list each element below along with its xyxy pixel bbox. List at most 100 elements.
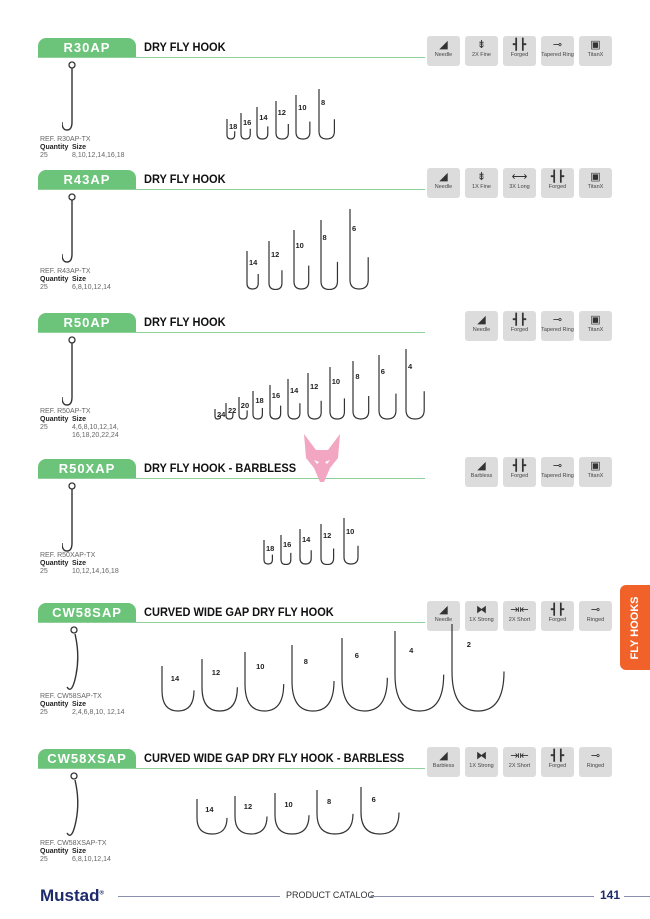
feature-1x-fine: ⇟1X Fine [465, 168, 498, 198]
hook-shape [360, 787, 400, 835]
hook-shape [451, 624, 505, 712]
size-label: Size [72, 560, 87, 567]
hook-shape [256, 107, 269, 140]
hook-size-label: 4 [409, 645, 414, 655]
strong-icon: ⧓ [476, 604, 487, 616]
hook-size-12: 12 [233, 794, 269, 835]
feature-titanx: ▣TitanX [579, 457, 612, 487]
hook-size-2: 2 [450, 622, 506, 712]
reference-code: REF. R43AP-TX [40, 268, 91, 275]
needle-icon: ◢ [439, 39, 448, 51]
header-underline [38, 332, 425, 333]
hook-size-label: 6 [380, 367, 385, 377]
page-number: 141 [600, 888, 621, 902]
fly-hooks-side-tab[interactable]: FLY HOOKS [620, 585, 650, 670]
feature-icons: ◢Needle⇟2X Fine┫┣Forged⊸Tapered Ring▣Tit… [427, 36, 612, 66]
hook-shape [318, 89, 335, 140]
feature-barbless: ◢Barbless [427, 747, 460, 777]
hook-size-14: 14 [255, 106, 270, 140]
quantity-label: Quantity [40, 701, 69, 708]
hook-size-label: 4 [407, 362, 413, 372]
tapered-ring-icon: ⊸ [552, 39, 563, 51]
hook-shape [292, 230, 309, 290]
hook-size-6: 6 [348, 208, 374, 290]
sizes-value: 6,8,10,12,14 [72, 856, 111, 863]
hook-size-18: 18 [262, 539, 274, 565]
product-title: DRY FLY HOOK [144, 40, 226, 54]
feature-3x-long: ⟷3X Long [503, 168, 536, 198]
feature-needle: ◢Needle [427, 168, 460, 198]
product-code-tab: R50XAP [38, 459, 136, 478]
hook-size-label: 18 [255, 396, 264, 405]
hook-main-image [62, 193, 76, 263]
barbless-icon: ◢ [439, 750, 448, 762]
hook-shape [269, 385, 282, 420]
feature-forged: ┫┣Forged [541, 168, 574, 198]
mustad-logo: Mustad® [40, 886, 104, 905]
hook-size-label: 12 [309, 381, 319, 391]
hook-size-label: 16 [283, 539, 292, 549]
hook-main-image [62, 336, 76, 406]
hook-size-10: 10 [294, 94, 314, 140]
hook-size-label: 8 [327, 797, 332, 807]
hook-size-label: 12 [323, 531, 332, 540]
feature-tapered-ring: ⊸Tapered Ring [541, 457, 574, 487]
hook-size-4: 4 [393, 629, 446, 712]
hook-shape [329, 367, 345, 420]
hook-shape [274, 101, 289, 140]
feature-forged: ┫┣Forged [503, 36, 536, 66]
hook-shape [280, 534, 292, 565]
hook-shape [201, 659, 238, 712]
feature-icons: ◢Needle⇟1X Fine⟷3X Long┫┣Forged▣TitanX [427, 168, 612, 198]
hook-size-12: 12 [306, 372, 325, 420]
hook-size-18: 18 [225, 118, 238, 140]
feature-forged: ┫┣Forged [503, 311, 536, 341]
reference-code: REF. R50XAP-TX [40, 552, 96, 559]
feature-forged: ┫┣Forged [503, 457, 536, 487]
hook-shape [291, 645, 335, 712]
hook-size-label: 22 [228, 405, 237, 415]
hook-size-label: 20 [240, 400, 250, 410]
hook-size-22: 22 [224, 402, 237, 420]
feature-needle: ◢Needle [427, 36, 460, 66]
hook-size-12: 12 [319, 523, 337, 566]
feature-forged: ┫┣Forged [541, 747, 574, 777]
header-underline [38, 57, 425, 58]
hook-size-label: 8 [303, 656, 308, 666]
hook-size-12: 12 [200, 657, 239, 712]
hook-size-label: 16 [271, 391, 281, 401]
hook-shape [352, 361, 370, 420]
hook-section-r50ap: R50AP DRY FLY HOOK ◢Needle┫┣Forged⊸Taper… [0, 311, 620, 453]
hook-size-12: 12 [267, 240, 286, 291]
hook-shape [341, 638, 388, 712]
feature-tapered-ring: ⊸Tapered Ring [541, 36, 574, 66]
quantity-value: 25 [40, 856, 48, 863]
hook-size-8: 8 [351, 360, 373, 420]
hook-size-chart: 14 12 10 8 6 4 2 [160, 622, 506, 712]
hook-size-label: 10 [284, 799, 293, 809]
reference-code: REF. R50AP-TX [40, 408, 91, 415]
quantity-label: Quantity [40, 276, 69, 283]
catalog-label: PRODUCT CATALOG [286, 890, 375, 900]
hook-size-label: 10 [331, 376, 341, 386]
hook-shape [226, 119, 236, 140]
feature-titanx: ▣TitanX [579, 311, 612, 341]
hook-size-6: 6 [340, 636, 389, 712]
feature-ringed: ⊸Ringed [579, 747, 612, 777]
hook-size-label: 18 [229, 122, 238, 132]
hook-size-10: 10 [243, 650, 286, 712]
short-icon: ⇥⇤ [510, 750, 529, 762]
hook-size-16: 16 [268, 384, 283, 420]
hook-size-label: 8 [322, 232, 327, 242]
hook-size-14: 14 [286, 378, 303, 420]
hook-size-14: 14 [160, 664, 196, 712]
hook-size-label: 12 [211, 668, 221, 677]
feature-titanx: ▣TitanX [579, 168, 612, 198]
product-code-tab: R43AP [38, 170, 136, 189]
feature-ringed: ⊸Ringed [579, 601, 612, 631]
size-label: Size [72, 144, 87, 151]
